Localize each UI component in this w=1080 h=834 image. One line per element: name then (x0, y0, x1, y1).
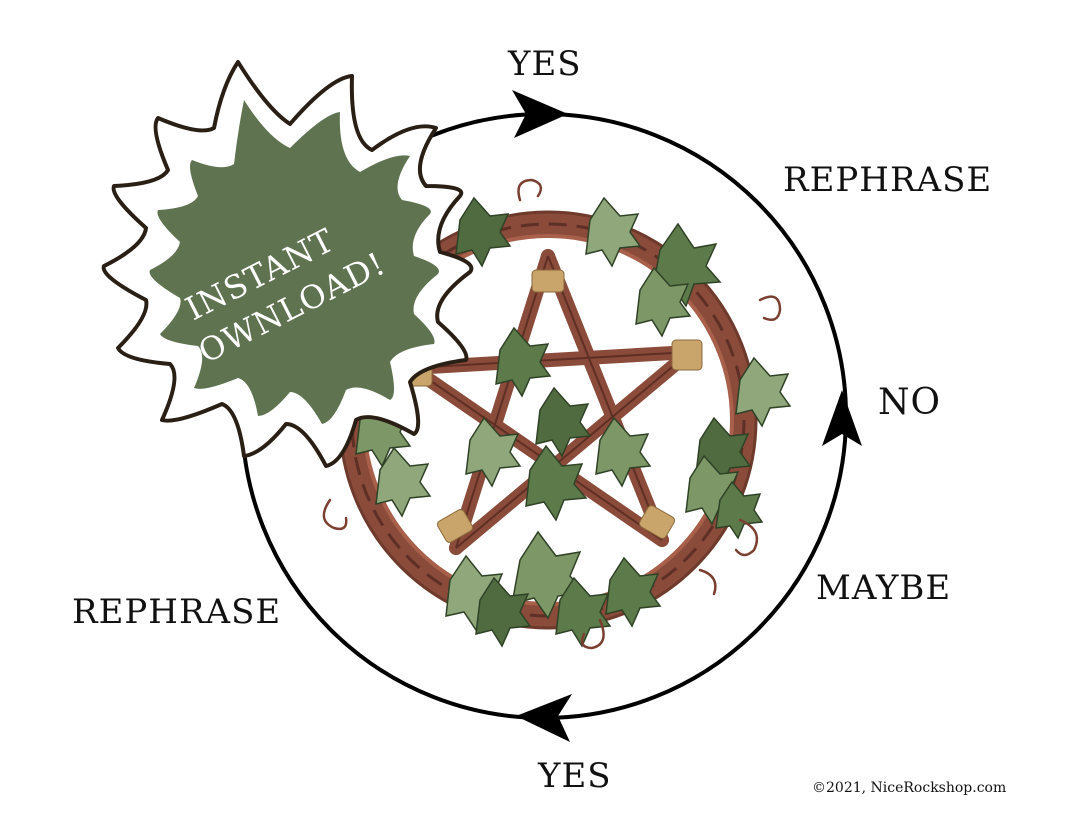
label-maybe: MAYBE (816, 568, 952, 608)
label-rephrase-right: REPHRASE (783, 160, 993, 200)
label-yes-top: YES (508, 44, 582, 84)
arrow-bottom-icon (516, 694, 572, 742)
label-yes-bottom: YES (538, 756, 612, 796)
label-no: NO (878, 382, 942, 423)
starburst-icon (101, 60, 474, 468)
arrow-top-icon (512, 90, 568, 138)
label-rephrase-left: REPHRASE (72, 592, 282, 632)
copyright-text: ©2021, NiceRockshop.com (812, 780, 1007, 796)
arrow-right-icon (822, 390, 862, 446)
